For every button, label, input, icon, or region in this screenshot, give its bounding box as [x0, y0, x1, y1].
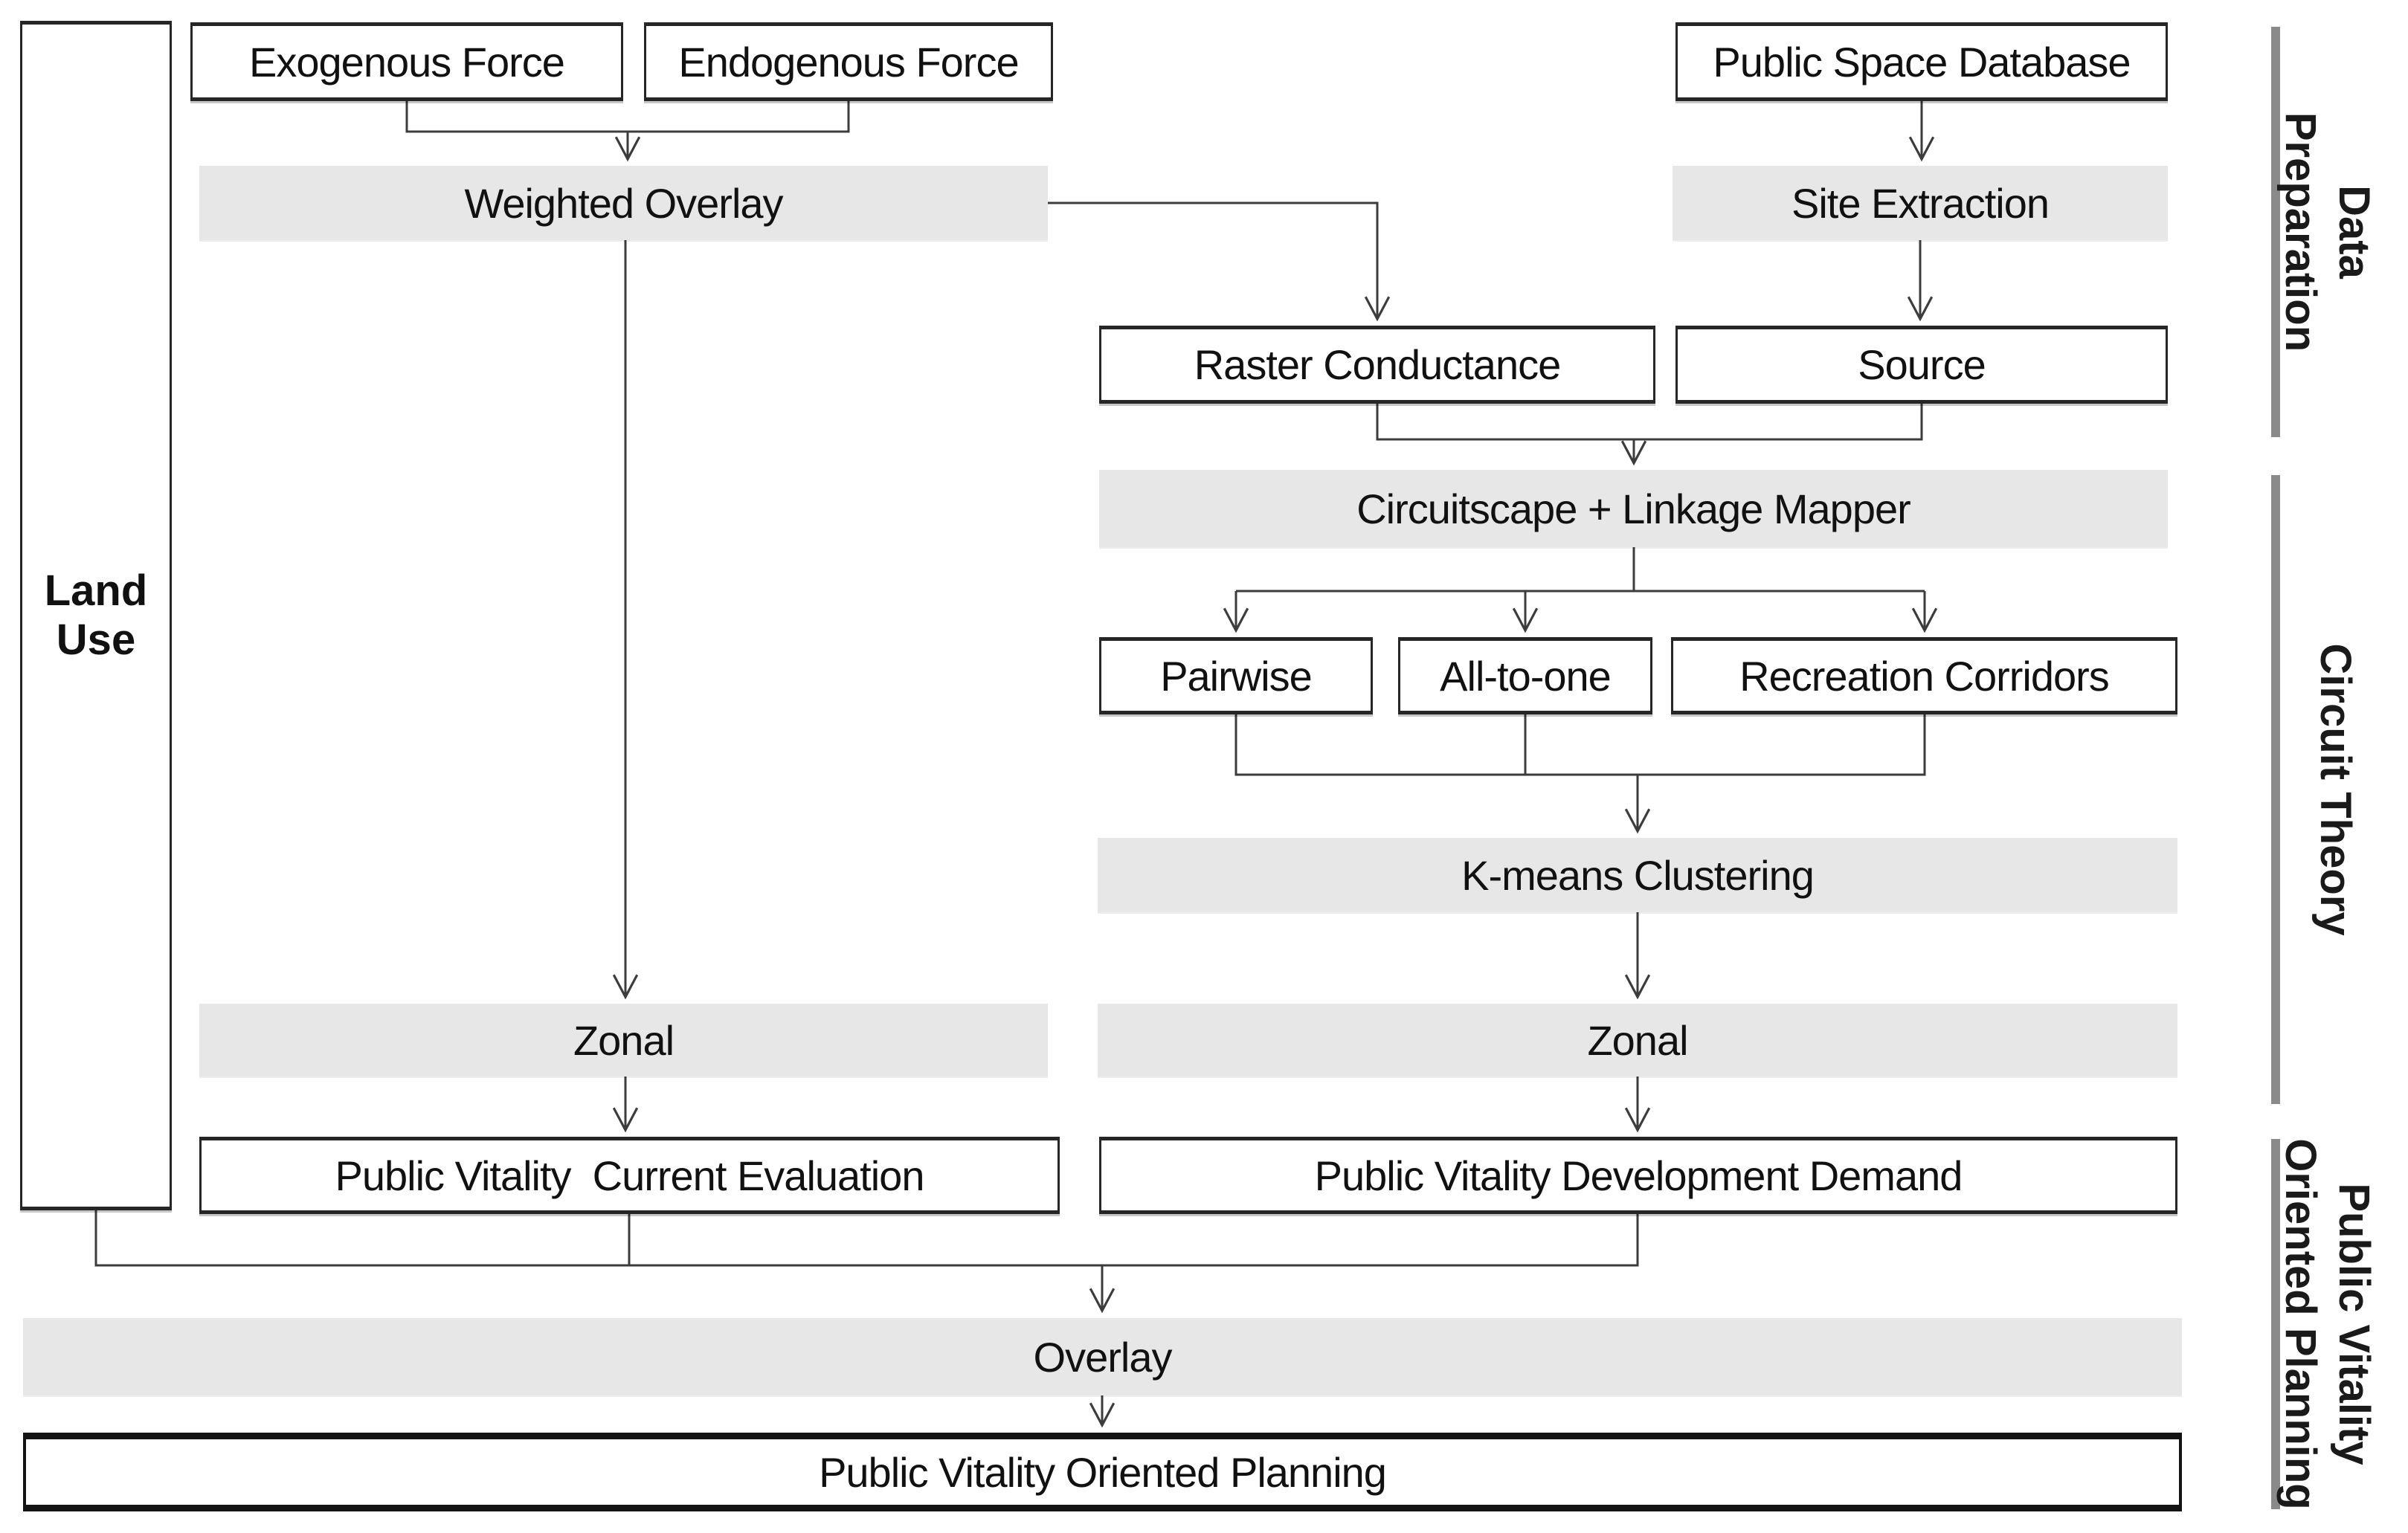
connector — [1234, 714, 1926, 776]
node-label: Pairwise — [1160, 652, 1313, 700]
connector — [1048, 201, 1391, 322]
node-label: Weighted Overlay — [464, 179, 783, 227]
node-label: Circuitscape + Linkage Mapper — [1356, 485, 1911, 532]
node-circuitscape-linkage-mapper: Circuitscape + Linkage Mapper — [1099, 470, 2168, 547]
node-label: Zonal — [573, 1016, 675, 1064]
connector — [94, 1210, 1639, 1267]
node-label: Site Extraction — [1791, 179, 2050, 227]
node-all-to-one: All-to-one — [1398, 637, 1652, 714]
node-label: Public Space Database — [1713, 38, 2131, 85]
node-exogenous-force: Exogenous Force — [190, 22, 623, 101]
node-label: Zonal — [1587, 1016, 1688, 1064]
node-recreation-corridors: Recreation Corridors — [1671, 637, 2177, 714]
node-overlay: Overlay — [23, 1318, 2182, 1395]
node-weighted-overlay: Weighted Overlay — [199, 166, 1048, 240]
connector — [405, 101, 850, 133]
section-label-line: Public Vitality — [2330, 1183, 2378, 1465]
section-label-line: Circuit Theory — [2311, 643, 2360, 936]
node-zonal-right: Zonal — [1098, 1004, 2177, 1077]
section-label-line: Preparation — [2276, 112, 2325, 352]
node-public-space-database: Public Space Database — [1675, 22, 2168, 101]
node-label: Land Use — [44, 567, 148, 664]
section-bar-public-vitality-oriented-planning — [2271, 1139, 2280, 1509]
section-label-line: Data — [2330, 185, 2378, 279]
node-label: K-means Clustering — [1461, 851, 1815, 899]
node-label: Recreation Corridors — [1739, 652, 2110, 700]
node-label: Public Vitality Oriented Planning — [819, 1448, 1387, 1496]
node-label: Raster Conductance — [1194, 341, 1562, 388]
node-label: Source — [1858, 341, 1986, 388]
node-raster-conductance: Raster Conductance — [1099, 326, 1655, 404]
section-label-data-preparation: Data Preparation — [2273, 0, 2380, 529]
section-label-circuit-theory: Circuit Theory — [2308, 455, 2362, 1124]
node-public-vitality-development-demand: Public Vitality Development Demand — [1099, 1137, 2177, 1214]
node-label: Public Vitality Development Demand — [1314, 1152, 1963, 1199]
node-public-vitality-current-evaluation: Public Vitality Current Evaluation — [199, 1137, 1060, 1214]
node-endogenous-force: Endogenous Force — [644, 22, 1053, 101]
node-land-use: Land Use — [20, 21, 172, 1210]
node-label: Exogenous Force — [249, 38, 565, 85]
node-label: Overlay — [1033, 1333, 1173, 1381]
section-label-line: Oriented Planning — [2276, 1138, 2325, 1510]
node-public-vitality-oriented-planning: Public Vitality Oriented Planning — [23, 1433, 2182, 1511]
node-label: All-to-one — [1440, 652, 1612, 700]
node-site-extraction: Site Extraction — [1673, 166, 2168, 240]
node-label: Endogenous Force — [678, 38, 1019, 85]
node-label: Public Vitality Current Evaluation — [335, 1152, 925, 1199]
section-label-public-vitality-oriented-planning: Public Vitality Oriented Planning — [2273, 1027, 2380, 1533]
node-pairwise: Pairwise — [1099, 637, 1373, 714]
section-bar-circuit-theory — [2271, 475, 2280, 1104]
node-zonal-left: Zonal — [199, 1004, 1048, 1077]
section-bar-data-preparation — [2271, 27, 2280, 437]
node-kmeans-clustering: K-means Clustering — [1098, 838, 2177, 912]
connector — [1376, 404, 1923, 441]
node-source: Source — [1675, 326, 2168, 404]
